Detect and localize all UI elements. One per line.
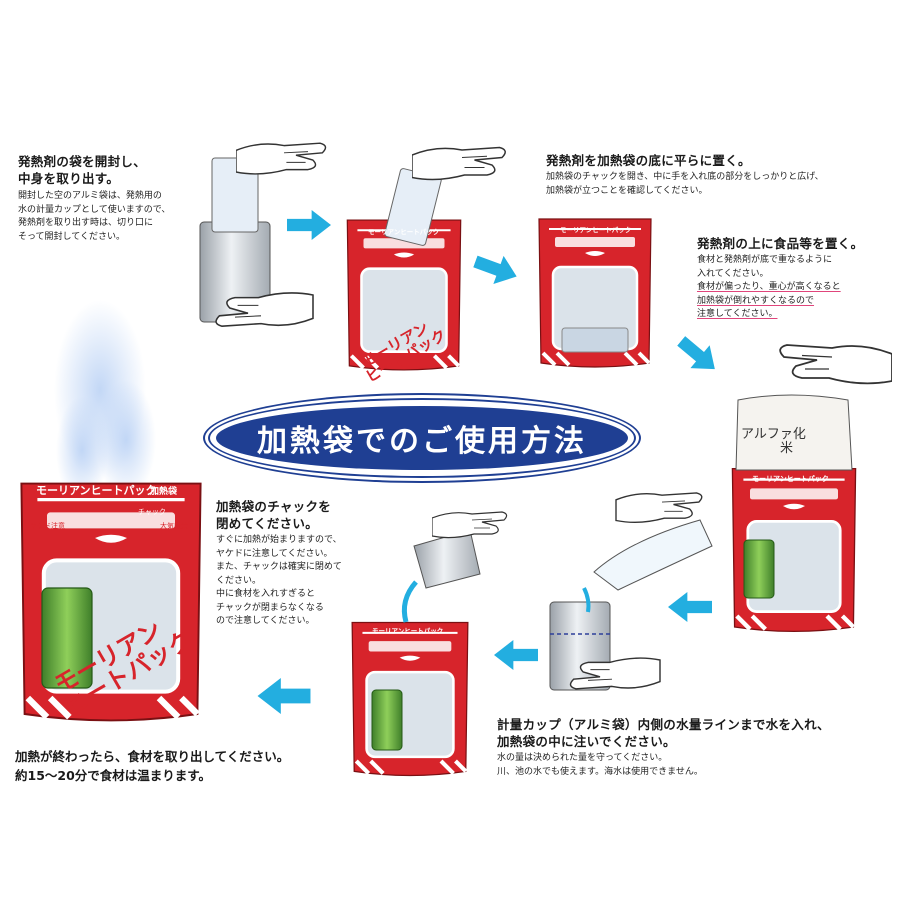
food-package-line1: アルファ化 <box>741 427 806 442</box>
step5-title-1: 加熱袋のチャックを <box>216 499 332 514</box>
step5-title-2: 閉めてください。 <box>216 516 319 531</box>
step1-text: 発熱剤の袋を開封し、 中身を取り出す。 開封した空のアルミ袋は、発熱用の 水の計… <box>18 153 208 244</box>
step3-title-1: 発熱剤の上に食品等を置く。 <box>697 236 864 251</box>
step5-body-2: ヤケドに注意してください。 <box>216 548 333 559</box>
big-bag-brand: モーリアンヒートパック <box>36 484 157 497</box>
step3-caution-2: 加熱袋が倒れやすくなるので <box>697 295 815 306</box>
bag3-brand: モーリアンヒートパック <box>560 226 632 234</box>
arrow-2-right <box>470 247 522 291</box>
step4-body-1: 水の量は決められた量を守ってください。 <box>497 753 668 763</box>
step2-title-1: 発熱剤を加熱袋の底に平らに置く。 <box>546 153 751 168</box>
big-bag-zip: チャック <box>138 508 166 516</box>
big-bag-sub: 加熱袋 <box>149 485 178 497</box>
step5-body-3: また、チャックは確実に閉めて <box>216 562 342 572</box>
big-bag-tag-left: ヤケド注意 <box>30 521 65 530</box>
step4-title-1: 計量カップ（アルミ袋）内側の水量ラインまで水を入れ、 <box>497 717 830 732</box>
title-banner: 加熱袋でのご使用方法 <box>208 398 636 478</box>
step5-text: 加熱袋のチャックを 閉めてください。 すぐに加熱が始まりますので、 ヤケドに注意… <box>216 498 376 629</box>
step1-body-2: 水の計量カップとして使いますので、 <box>18 204 171 215</box>
step4-illustration <box>352 492 713 776</box>
step6-text: 加熱が終わったら、食材を取り出してください。 約15～20分で食材は温まります。 <box>15 747 345 785</box>
page-title: 加熱袋でのご使用方法 <box>257 424 587 459</box>
step1-title-1: 発熱剤の袋を開封し、 <box>18 154 147 169</box>
food-package-line2: 米 <box>780 441 793 456</box>
step1-body-3: 発熱剤を取り出す時は、切り口に <box>18 218 154 228</box>
step6-line-2: 約15～20分で食材は温まります。 <box>15 768 212 783</box>
step1-title-2: 中身を取り出す。 <box>18 171 120 186</box>
step3-caution-1: 食材が偏ったり、重心が高くなると <box>697 282 841 292</box>
step5-body-1: すぐに加熱が始まりますので、 <box>216 535 342 545</box>
big-bag-tag-right: 大気厳禁 <box>160 521 188 530</box>
step4-title-2: 加熱袋の中に注いでください。 <box>497 734 676 749</box>
step4-text: 計量カップ（アルミ袋）内側の水量ラインまで水を入れ、 加熱袋の中に注いでください… <box>497 716 895 779</box>
step6-illustration: モーリアン ヒートパック <box>21 300 200 722</box>
step1-body-4: そって開封してください。 <box>18 231 126 242</box>
arrow-1-right <box>287 210 331 240</box>
step3-body-2: 入れてください。 <box>697 268 769 279</box>
step2-text: 発熱剤を加熱袋の底に平らに置く。 加熱袋のチャックを開き、中に手を入れ底の部分を… <box>546 152 892 198</box>
step3-caution-3: 注意してください。 <box>697 309 778 319</box>
step3-text: 発熱剤の上に食品等を置く。 食材と発熱剤が底で重なるように 入れてください。 食… <box>697 235 897 322</box>
step5-body-5: 中に食材を入れすぎると <box>216 589 316 599</box>
step2-body-2: 加熱袋が立つことを確認してください。 <box>546 185 708 196</box>
step3-body-1: 食材と発熱剤が底で重なるように <box>697 255 833 265</box>
arrow-3-down-right <box>671 329 725 381</box>
step5-body-4: ください。 <box>216 575 262 586</box>
step3-illustration: アルファ化 米 <box>732 344 892 631</box>
step6-line-1: 加熱が終わったら、食材を取り出してください。 <box>15 749 290 764</box>
arrow-5-left <box>494 640 538 670</box>
step4-body-2: 川、池の水でも使えます。海水は使用できません。 <box>497 766 703 777</box>
step1-illustration <box>199 142 327 328</box>
step2b-illustration <box>539 219 651 367</box>
step5-body-6: チャックが閉まらなくなる <box>216 602 324 613</box>
step5-body-7: ので注意してください。 <box>216 616 315 626</box>
title-banner-fill: 加熱袋でのご使用方法 <box>216 406 628 470</box>
bag4-brand: モーリアンヒートパック <box>752 475 829 483</box>
step2-body-1: 加熱袋のチャックを開き、中に手を入れ底の部分をしっかりと広げ、 <box>546 172 824 182</box>
arrow-6-left <box>257 678 311 714</box>
bag2-brand: モーリアンヒートパック <box>368 228 440 236</box>
step1-body-1: 開封した空のアルミ袋は、発熱用の <box>18 191 162 201</box>
arrow-4-left <box>668 592 712 622</box>
bag5-brand: モーリアンヒートパック <box>372 627 444 635</box>
